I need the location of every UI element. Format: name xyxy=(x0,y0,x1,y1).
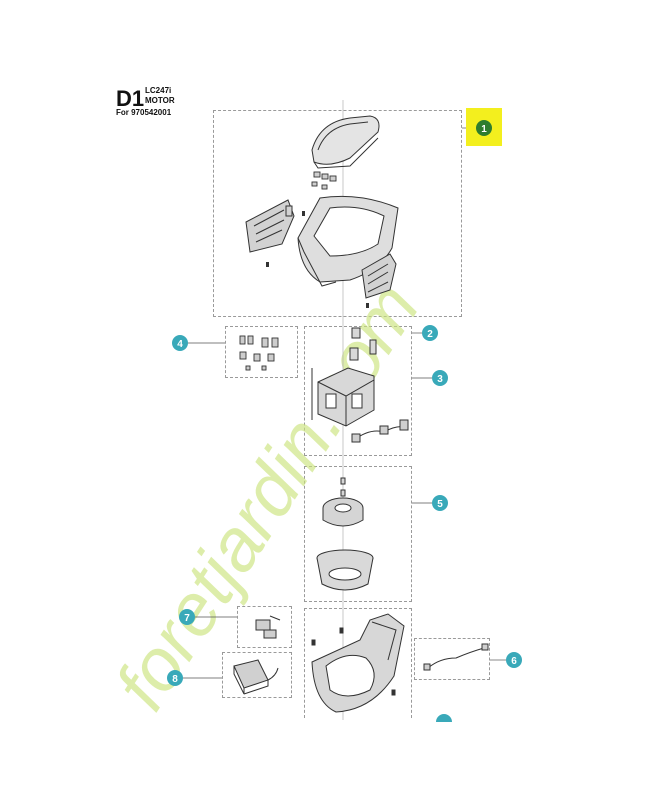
callout-2-label: 2 xyxy=(427,329,433,340)
group-box-2-3 xyxy=(304,326,412,456)
callout-1-label: 1 xyxy=(481,124,487,135)
callout-1[interactable]: 1 xyxy=(466,108,502,146)
callout-7[interactable]: 7 xyxy=(179,609,195,625)
for-part-number: For 970542001 xyxy=(116,108,172,117)
group-box-7 xyxy=(237,606,292,648)
callout-partial xyxy=(436,714,452,722)
callout-8-label: 8 xyxy=(172,674,178,685)
part-sensor-bracket xyxy=(255,615,281,639)
part-wire-harness xyxy=(351,419,409,443)
part-left-grille xyxy=(245,199,295,253)
part-motor xyxy=(322,477,364,527)
part-battery xyxy=(233,659,279,695)
part-housing-frame xyxy=(297,195,399,287)
callout-3[interactable]: 3 xyxy=(432,370,448,386)
part-main-chassis xyxy=(311,613,405,713)
part-right-grille xyxy=(361,253,397,299)
callout-5-label: 5 xyxy=(437,499,443,510)
part-electronics-box xyxy=(311,327,377,427)
part-clips-top xyxy=(311,171,337,190)
callout-4-label: 4 xyxy=(177,339,183,350)
group-box-main-base xyxy=(304,608,412,718)
callout-8[interactable]: 8 xyxy=(167,670,183,686)
callout-5[interactable]: 5 xyxy=(432,495,448,511)
group-box-5 xyxy=(304,466,412,602)
part-clip-set xyxy=(239,335,279,371)
callout-4[interactable]: 4 xyxy=(172,335,188,351)
part-top-cover xyxy=(311,115,380,169)
part-motor-housing xyxy=(316,549,374,591)
group-box-1 xyxy=(213,110,462,317)
callout-6-label: 6 xyxy=(511,656,517,667)
part-cable xyxy=(423,643,489,671)
callout-2[interactable]: 2 xyxy=(422,325,438,341)
model-name: LC247i xyxy=(145,86,172,95)
group-box-4 xyxy=(225,326,298,378)
callout-3-label: 3 xyxy=(437,374,443,385)
group-box-8 xyxy=(222,652,292,698)
section-title: MOTOR xyxy=(145,96,175,105)
callout-6[interactable]: 6 xyxy=(506,652,522,668)
callout-7-label: 7 xyxy=(184,613,190,624)
section-code: D1 xyxy=(116,86,145,111)
group-box-6 xyxy=(414,638,490,680)
part-screws-group-1 xyxy=(266,211,369,308)
